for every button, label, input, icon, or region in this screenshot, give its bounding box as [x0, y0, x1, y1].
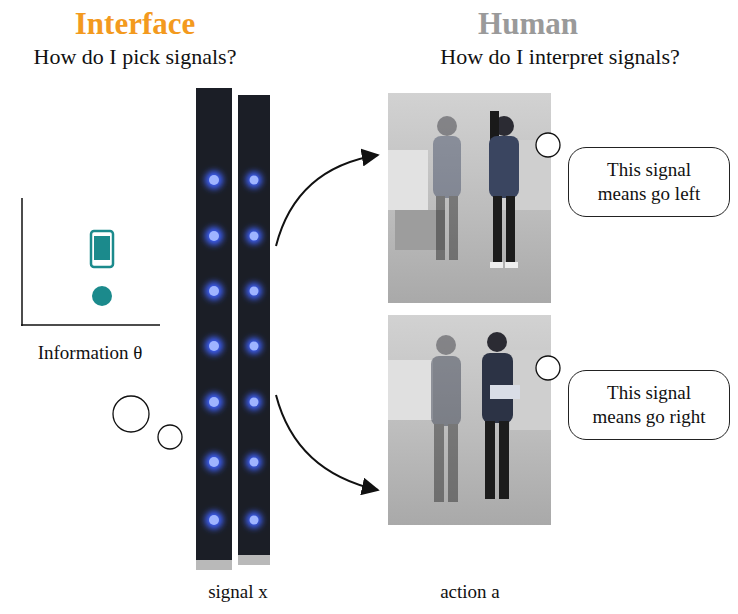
axes — [21, 198, 160, 326]
curved-arrow — [276, 395, 378, 490]
axis-label: Information θ — [38, 342, 143, 364]
caption-label: signal x — [208, 581, 268, 603]
axis-line — [21, 198, 23, 326]
bubble-text: This signal means go right — [585, 381, 713, 429]
photo-right-walk — [388, 315, 551, 525]
panel-title: Interface — [75, 6, 196, 42]
axis-line — [21, 324, 160, 326]
panel-subtitle: How do I pick signals? — [34, 44, 237, 70]
speech-bubble: This signal means go left — [568, 147, 730, 217]
bubble-text: This signal means go left — [585, 158, 713, 206]
curved-arrow — [276, 155, 378, 246]
thought-bubble — [536, 133, 560, 157]
caption-label: action a — [440, 581, 500, 603]
speech-bubble: This signal means go right — [568, 370, 730, 440]
thought-bubble — [158, 425, 182, 449]
thought-bubble — [113, 396, 149, 432]
thought-bubble — [536, 356, 560, 380]
photo-left-walk — [388, 93, 551, 303]
phone-icon — [91, 231, 113, 267]
panel-title: Human — [478, 6, 578, 42]
panel-subtitle: How do I interpret signals? — [440, 44, 680, 70]
led-strip — [196, 88, 232, 570]
led-strip — [238, 95, 270, 565]
information-dot — [92, 286, 112, 306]
